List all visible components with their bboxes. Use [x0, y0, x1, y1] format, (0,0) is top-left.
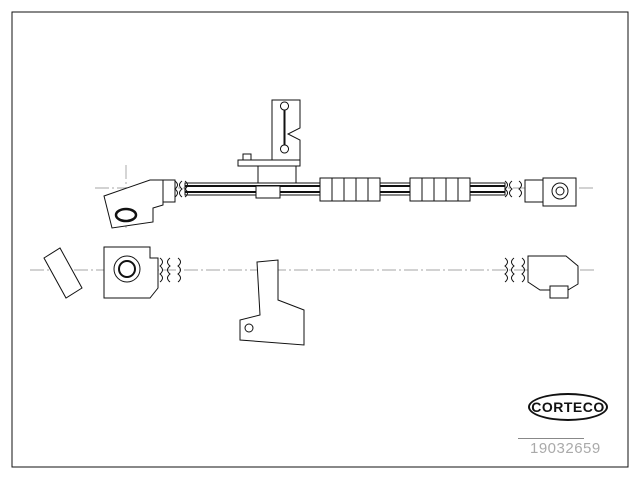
- part-number-rule: [518, 438, 584, 439]
- part-number: 19032659: [530, 440, 601, 457]
- corteco-logo: CORTECO: [528, 393, 608, 421]
- hose-assembly: [103, 99, 577, 229]
- drawing-frame: [11, 11, 629, 468]
- fitting-detail-views: [43, 246, 579, 346]
